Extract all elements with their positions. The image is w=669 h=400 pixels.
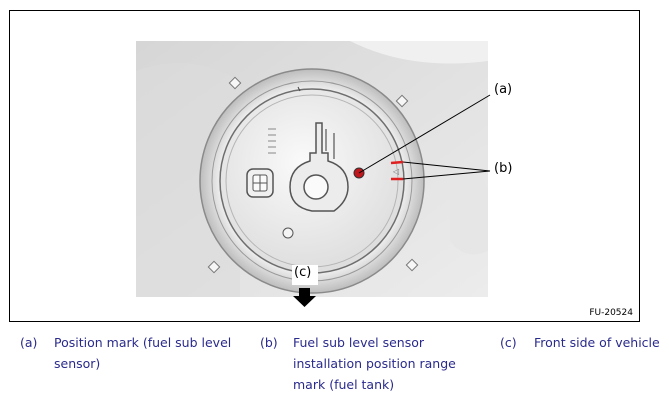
tank-contour <box>136 63 240 297</box>
embossed-marking <box>268 128 276 154</box>
front-arrow-icon <box>293 288 316 307</box>
legend-key-c: (c) <box>500 335 517 350</box>
callout-a: (a) <box>494 82 513 97</box>
leader-a <box>358 94 491 174</box>
callout-c: (c) <box>294 265 312 280</box>
top-tick <box>297 86 301 92</box>
legend-key-b: (b) <box>260 335 278 350</box>
figure-id: FU-20524 <box>589 308 633 318</box>
sensor-illustration: ◁ <box>136 41 491 307</box>
legend-text-a: Position mark (fuel sub level sensor) <box>54 335 232 371</box>
plate-hole <box>282 227 294 239</box>
tank-top-contour <box>350 41 488 64</box>
range-mark-upper <box>390 160 404 165</box>
tank-boss <box>450 173 488 255</box>
callout-b: (b) <box>494 161 513 176</box>
legend-key-a: (a) <box>20 335 38 350</box>
arrow-label-bg <box>292 265 318 285</box>
tank-diamonds <box>207 76 419 274</box>
legend-text-b: Fuel sub level sensor installation posit… <box>293 335 456 392</box>
legend-text-c: Front side of vehicle <box>534 335 660 350</box>
leader-b-upper <box>402 161 491 172</box>
range-arrow-glyph: ◁ <box>392 167 399 176</box>
pipe-port <box>303 174 329 200</box>
leader-b-lower <box>402 170 491 180</box>
figure-frame: ◁ (a) (b) (c) FU-20524 <box>9 10 640 322</box>
legend: (a) Position mark (fuel sub level sensor… <box>0 326 669 400</box>
